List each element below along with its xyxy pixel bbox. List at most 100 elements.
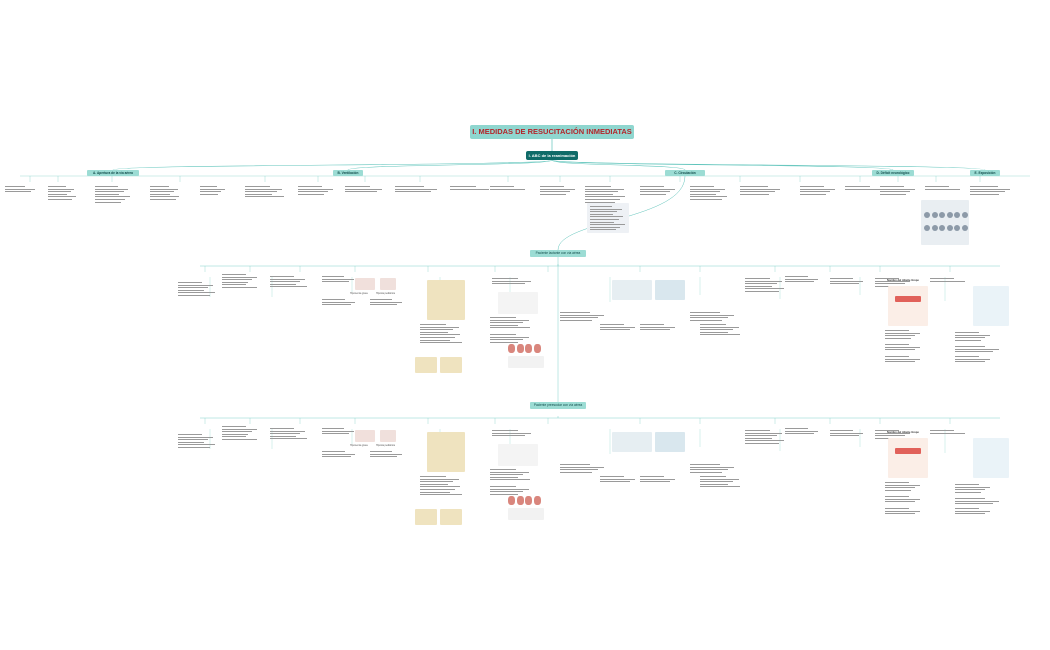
text-line	[885, 487, 916, 489]
text-line	[200, 193, 218, 195]
infant-chart-image	[888, 286, 928, 326]
text-line	[745, 432, 782, 434]
connector	[551, 159, 894, 171]
infant-chart-image	[973, 286, 1009, 326]
text-line	[200, 191, 222, 193]
pupil-icon	[924, 212, 930, 218]
text-line	[245, 186, 271, 187]
text-line	[885, 358, 921, 360]
infant-chart-image	[888, 438, 928, 478]
category-exposure[interactable]: E. Exposición	[970, 170, 1000, 176]
text-line	[95, 191, 124, 193]
text-line	[800, 193, 826, 195]
text-line	[420, 329, 454, 331]
text-line	[540, 188, 576, 190]
text-line	[690, 191, 721, 193]
pupil-icon	[924, 225, 930, 231]
text-line	[970, 188, 1011, 190]
category-circulation[interactable]: C. Circulación	[665, 170, 705, 176]
text-line	[955, 500, 999, 502]
text-line	[150, 193, 171, 195]
text-line	[885, 346, 921, 348]
text-line	[560, 314, 604, 316]
section-lactante[interactable]: Paciente lactante con vía aérea	[530, 250, 586, 257]
text-line	[5, 188, 35, 190]
category-neuro[interactable]: D. Déficit neurológico	[872, 170, 914, 176]
text-line	[785, 278, 819, 280]
text-line	[585, 186, 612, 187]
ventilation-photo	[655, 280, 685, 300]
text-line	[785, 428, 808, 429]
text-line	[245, 193, 272, 195]
text-line	[875, 283, 906, 285]
text-line	[178, 444, 215, 446]
text-line	[490, 479, 531, 481]
text-line	[322, 453, 356, 455]
text-line	[492, 435, 526, 437]
text-line	[492, 278, 519, 279]
section-preescolar[interactable]: Paciente preescolar con vía aérea	[530, 402, 586, 409]
category-ventilation[interactable]: B. Ventilación	[333, 170, 363, 176]
text-line	[245, 188, 282, 190]
connector	[551, 159, 986, 171]
text-line	[955, 337, 986, 339]
text-line	[222, 281, 248, 283]
text-line	[690, 464, 720, 465]
text-line	[150, 199, 176, 200]
text-line	[222, 433, 248, 435]
text-line	[95, 199, 126, 200]
pupil-icon	[931, 212, 938, 218]
image-caption: Hipoxemia grave	[350, 444, 368, 447]
text-line	[560, 317, 598, 319]
text-line	[955, 334, 991, 336]
text-line	[640, 324, 664, 325]
text-line	[640, 188, 676, 190]
text-line	[178, 289, 204, 291]
text-line	[830, 280, 864, 282]
airway-table	[508, 508, 544, 520]
cpr-image	[380, 278, 396, 290]
text-line	[640, 481, 671, 483]
pupil-icon	[954, 225, 960, 231]
text-line	[270, 435, 296, 437]
text-line	[955, 503, 993, 505]
text-line	[600, 476, 624, 477]
text-line	[222, 279, 253, 281]
infant-banner	[895, 448, 921, 454]
pupil-icon	[931, 225, 938, 231]
text-line	[930, 278, 954, 279]
text-line	[298, 188, 334, 190]
text-line	[322, 451, 345, 452]
text-line	[322, 430, 354, 432]
text-line	[270, 438, 307, 440]
text-line	[492, 280, 531, 282]
text-line	[745, 280, 782, 282]
text-line	[690, 466, 734, 468]
airway-illustration	[508, 344, 515, 353]
text-line	[800, 191, 831, 193]
text-line	[955, 356, 979, 357]
text-line	[222, 276, 258, 278]
text-line	[845, 186, 871, 187]
text-line	[970, 191, 1005, 193]
map-subtitle[interactable]: I. ABC de la reanimación	[526, 151, 578, 160]
text-line	[700, 476, 727, 477]
text-line	[420, 331, 449, 333]
text-line	[270, 286, 307, 288]
category-airway[interactable]: A. Apertura de la vía aérea	[87, 170, 139, 176]
table-row	[590, 208, 622, 210]
text-line	[490, 341, 519, 343]
text-line	[955, 339, 981, 341]
infant-banner	[895, 296, 921, 302]
text-line	[925, 186, 949, 187]
text-line	[245, 191, 277, 193]
text-line	[745, 285, 772, 287]
text-line	[95, 196, 130, 198]
text-line	[490, 486, 517, 487]
text-line	[560, 466, 604, 468]
table-row	[590, 219, 619, 220]
text-line	[370, 451, 392, 452]
text-line	[490, 474, 524, 476]
map-title[interactable]: I. MEDIDAS DE RESUCITACIÓN INMEDIATAS	[470, 125, 634, 139]
airway-illustration	[516, 344, 524, 353]
